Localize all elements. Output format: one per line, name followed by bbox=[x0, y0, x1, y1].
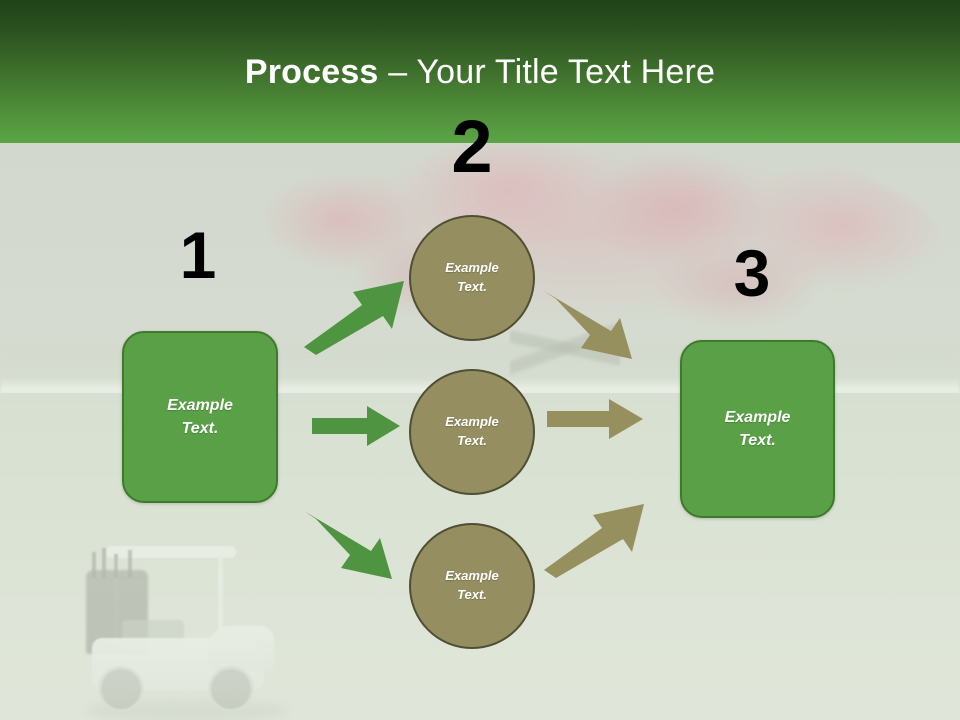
golf-club-icon bbox=[128, 550, 132, 578]
process-circle-1-line2: Text. bbox=[457, 279, 487, 294]
arrow-olive-down-right bbox=[544, 291, 632, 359]
page-title: Process – Your Title Text Here bbox=[0, 52, 960, 92]
golf-club-icon bbox=[92, 552, 96, 578]
golf-cart-hood bbox=[208, 626, 274, 672]
process-box-left[interactable]: Example Text. bbox=[122, 331, 278, 503]
process-circle-3-text: Example Text. bbox=[445, 567, 498, 605]
step-number-2: 2 bbox=[451, 105, 493, 188]
header-band: Process – Your Title Text Here bbox=[0, 0, 960, 143]
process-box-right-line2: Text. bbox=[739, 432, 776, 449]
arrow-green-up-right bbox=[304, 281, 404, 355]
process-box-right-line1: Example bbox=[724, 408, 791, 426]
step-number-1: 1 bbox=[179, 218, 217, 292]
process-circle-1-line1: Example bbox=[445, 260, 499, 276]
process-circle-1[interactable]: Example Text. bbox=[409, 215, 535, 341]
step-number-3: 3 bbox=[733, 236, 771, 310]
golf-club-icon bbox=[102, 548, 106, 578]
process-circle-2-line1: Example bbox=[445, 414, 499, 430]
golf-cart-roof bbox=[106, 546, 236, 558]
process-circle-3-line1: Example bbox=[445, 568, 499, 584]
process-circle-3-line2: Text. bbox=[457, 587, 487, 602]
process-circle-2-text: Example Text. bbox=[445, 413, 498, 451]
process-circle-3[interactable]: Example Text. bbox=[409, 523, 535, 649]
process-box-left-text: Example Text. bbox=[167, 394, 233, 440]
arrow-green-down-right bbox=[304, 511, 392, 579]
process-circle-2[interactable]: Example Text. bbox=[409, 369, 535, 495]
golf-cart-post bbox=[114, 556, 119, 646]
process-box-left-line2: Text. bbox=[181, 420, 219, 437]
process-circle-1-text: Example Text. bbox=[445, 259, 498, 297]
arrow-green-right bbox=[312, 406, 400, 446]
golf-cart-image bbox=[58, 538, 290, 720]
golf-cart-wheel bbox=[208, 666, 254, 712]
page-title-rest: – Your Title Text Here bbox=[388, 53, 716, 91]
page-title-strong: Process bbox=[244, 53, 379, 91]
process-box-right[interactable]: Example Text. bbox=[680, 340, 835, 518]
process-box-left-line1: Example bbox=[167, 396, 233, 414]
process-circle-2-line2: Text. bbox=[457, 433, 487, 448]
golf-cart-wheel bbox=[98, 666, 144, 712]
process-box-right-text: Example Text. bbox=[725, 406, 791, 452]
golf-club-icon bbox=[114, 554, 118, 578]
arrow-olive-up-right bbox=[544, 504, 644, 578]
arrow-olive-right bbox=[547, 399, 643, 439]
golf-cart-post bbox=[218, 556, 223, 634]
